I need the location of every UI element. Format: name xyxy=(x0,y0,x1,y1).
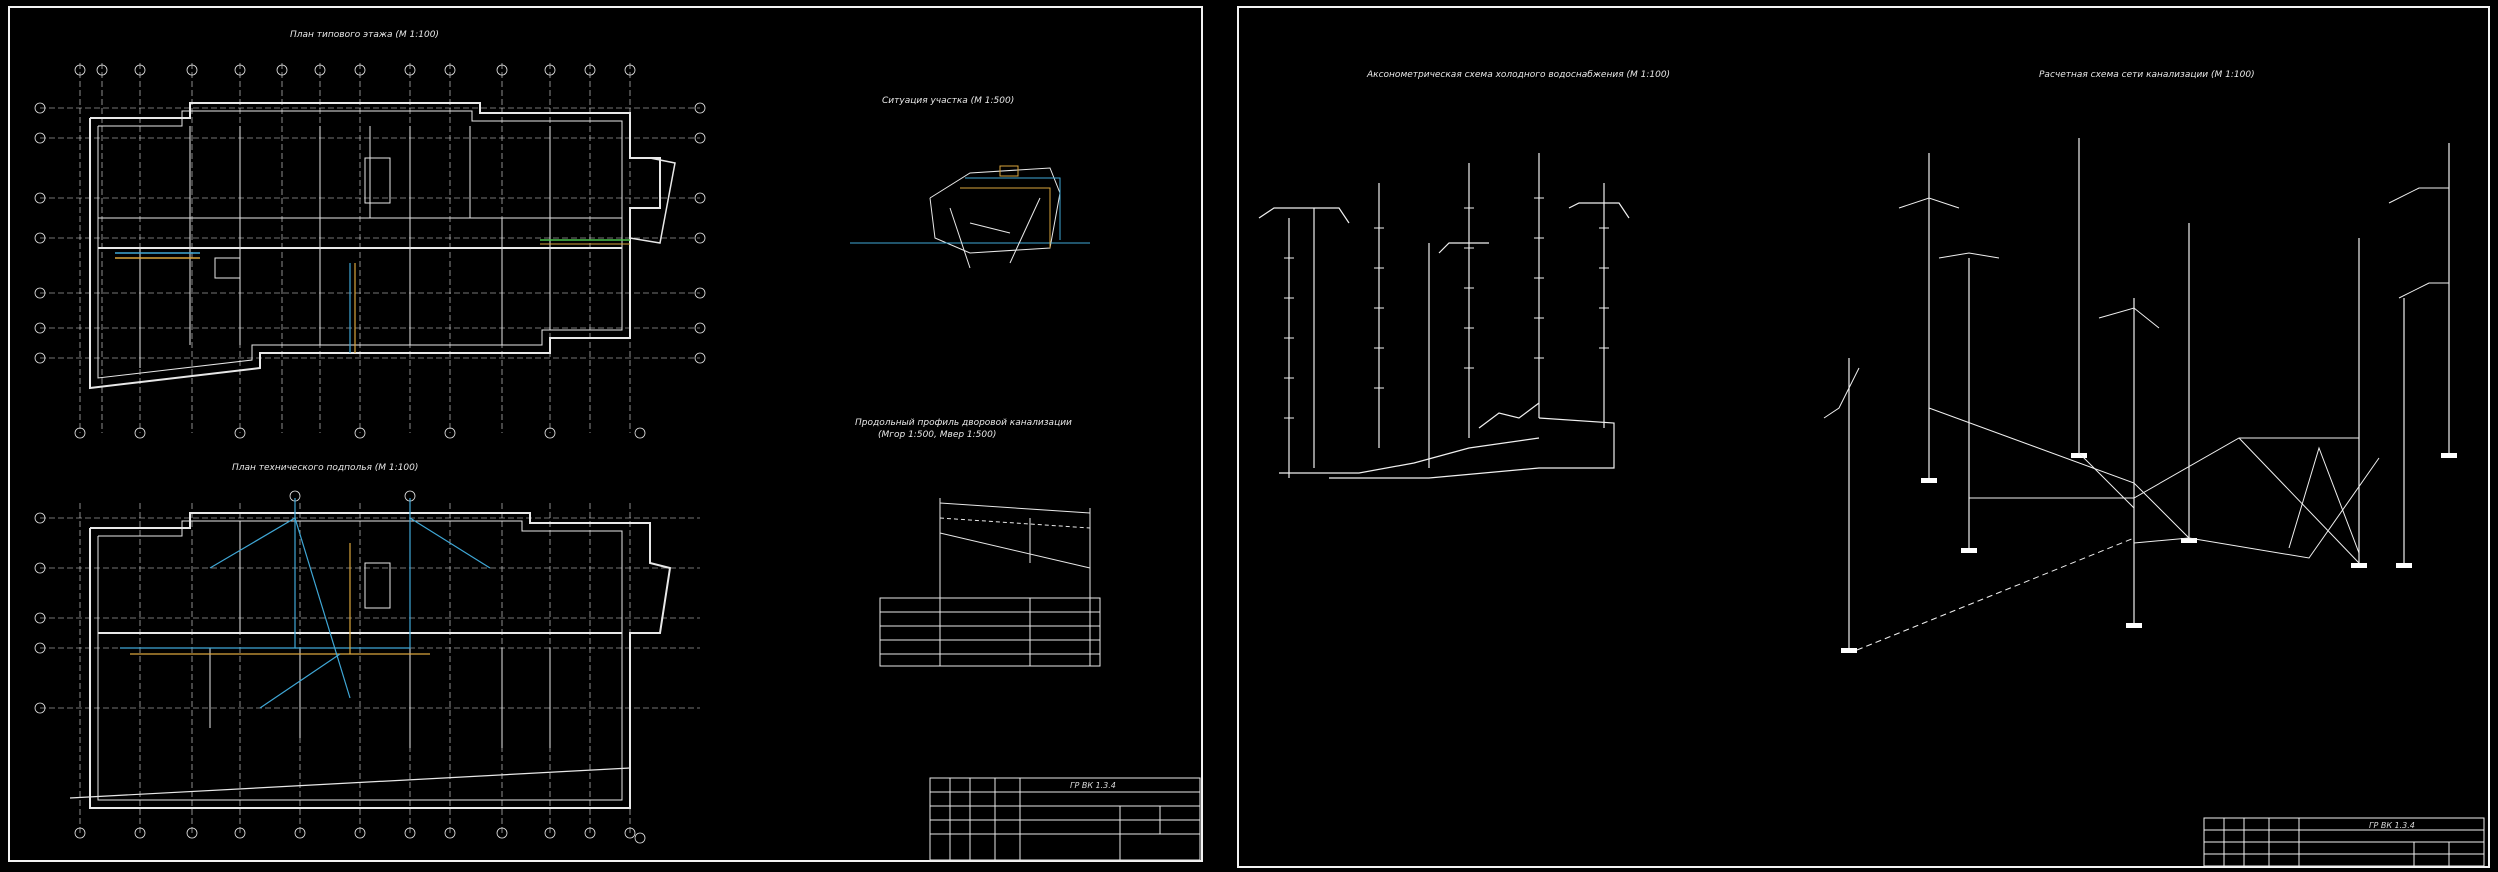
basement-plan-title: План технического подполья (М 1:100) xyxy=(232,463,419,473)
left-sheet-drawing xyxy=(34,63,1201,861)
water-riser-ticks xyxy=(1284,197,1609,419)
basement-plan-bubbles xyxy=(34,490,646,844)
right-title-block-code: ГР ВК 1.3.4 xyxy=(2369,821,2415,830)
basement-pipes xyxy=(120,498,491,709)
right-sheet-drawing xyxy=(1258,138,2485,867)
sewer-profile xyxy=(879,498,1101,667)
floor-plan-axis-bubbles xyxy=(34,64,706,439)
drawing-sheet-right[interactable]: Аксонометрическая схема холодного водосн… xyxy=(1237,6,2490,868)
basement-plan-walls xyxy=(69,512,672,809)
floor-plan-pipes xyxy=(115,239,630,353)
sewer-risers xyxy=(1848,138,2450,648)
axonometric-water-title: Аксонометрическая схема холодного водосн… xyxy=(1367,70,1671,80)
left-title-block xyxy=(929,777,1201,861)
floor-plan-walls xyxy=(89,102,676,390)
right-title-block xyxy=(2203,817,2485,867)
sewer-outlets xyxy=(1841,453,2457,653)
drawing-sheet-left[interactable]: План типового этажа (М 1:100) План техни… xyxy=(8,6,1203,862)
water-risers xyxy=(1258,153,1630,479)
left-title-block-code: ГР ВК 1.3.4 xyxy=(1070,781,1116,790)
site-plan xyxy=(850,165,1090,269)
basement-plan-axes xyxy=(40,503,700,833)
profile-title-line1: Продольный профиль дворовой канализации xyxy=(855,418,1072,428)
site-plan-title: Ситуация участка (М 1:500) xyxy=(882,96,1015,106)
sewer-collector-lines xyxy=(1856,407,2380,651)
sewer-scheme-title: Расчетная схема сети канализации (М 1:10… xyxy=(2039,70,2255,80)
sewer-branches xyxy=(1823,187,2449,419)
floor-plan-title: План типового этажа (М 1:100) xyxy=(290,30,439,40)
profile-title-line2: (Мгор 1:500, Мвер 1:500) xyxy=(878,430,997,440)
